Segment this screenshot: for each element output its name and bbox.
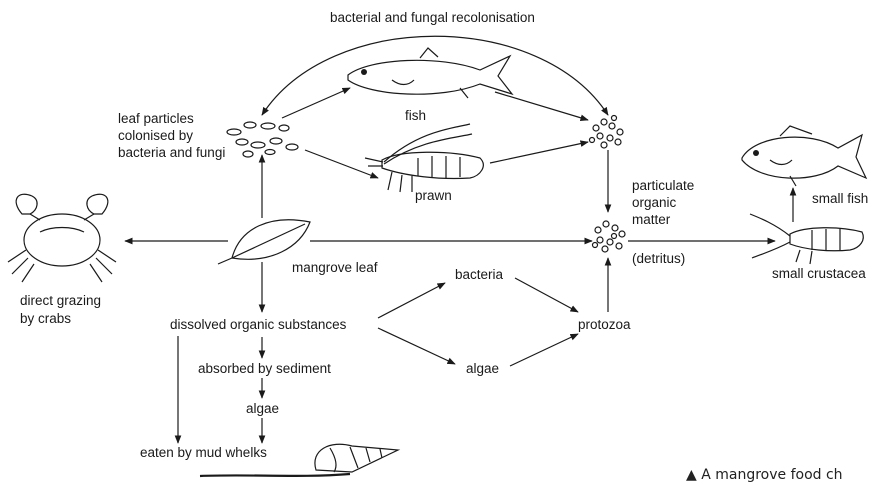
label-small-fish: small fish [812, 191, 868, 206]
label-protozoa: protozoa [578, 317, 631, 332]
particulate-matter-icon [593, 221, 626, 252]
label-bacteria: bacteria [455, 267, 504, 282]
leaf-particles-icon [227, 122, 298, 157]
label-small-crustacea: small crustacea [772, 266, 866, 281]
arrow-fish-to-cluster [495, 92, 588, 120]
label-eaten-by-mud-whelks: eaten by mud whelks [140, 445, 267, 460]
bacteria-cluster-upper-icon [590, 116, 624, 149]
figure-caption: ▲ A mangrove food ch [686, 467, 843, 483]
fish-icon [348, 48, 512, 98]
label-prawn: prawn [415, 188, 452, 203]
mangrove-leaf-icon [218, 220, 310, 264]
arrows [125, 36, 793, 443]
arrow-algae-to-protozoa [510, 334, 578, 366]
label-algae-left: algae [246, 401, 279, 416]
label-dissolved-organic-substances: dissolved organic substances [170, 317, 347, 332]
label-absorbed-by-sediment: absorbed by sediment [198, 361, 331, 376]
small-crustacea-icon [750, 214, 863, 264]
small-fish-icon [742, 126, 866, 186]
label-recolonisation: bacterial and fungal recolonisation [330, 10, 535, 25]
arrow-dissolved-to-algae [378, 328, 455, 364]
prawn-icon [365, 124, 483, 192]
label-detritus: (detritus) [632, 251, 685, 266]
label-mangrove-leaf: mangrove leaf [292, 260, 378, 275]
label-fish: fish [405, 108, 426, 123]
arrow-prawn-to-cluster [490, 142, 588, 163]
arrow-dissolved-to-bacteria [378, 283, 445, 318]
arrow-particles-to-prawn [305, 150, 378, 178]
arrow-particles-to-fish [282, 88, 350, 118]
label-leaf-particles: leaf particles colonised by bacteria and… [118, 111, 225, 160]
arrow-bacteria-to-protozoa [515, 278, 578, 312]
crab-icon [8, 194, 116, 282]
label-direct-grazing: direct grazing by crabs [20, 293, 105, 326]
label-particulate-organic-matter: particulate organic matter [632, 178, 698, 227]
label-algae-right: algae [466, 361, 499, 376]
